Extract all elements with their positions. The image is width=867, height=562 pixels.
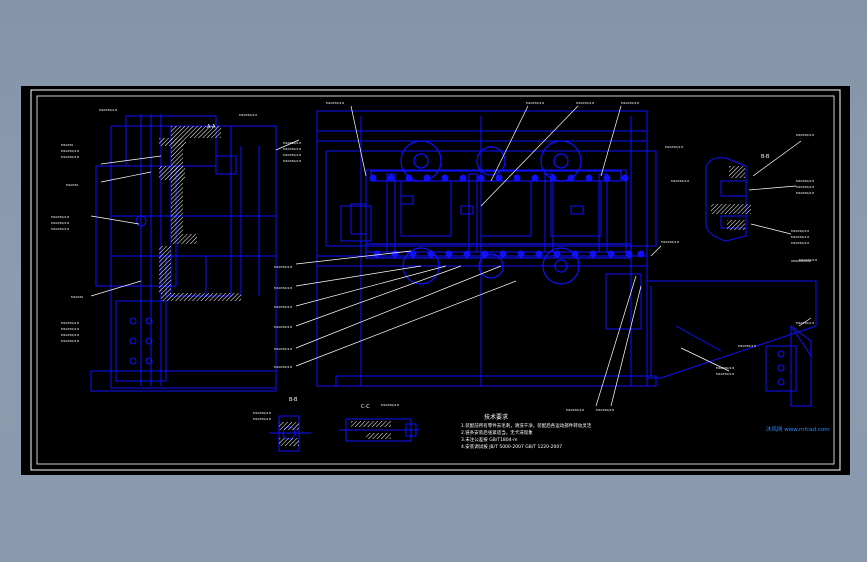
notes-line-3: 3.未注公差按 GB/T1804-m: [461, 436, 518, 443]
chain-sprockets: [369, 174, 645, 258]
section-c: [339, 418, 419, 442]
svg-text:M10X50/4.8: M10X50/4.8: [596, 408, 614, 412]
svg-text:M10X50/4.8: M10X50/4.8: [283, 141, 301, 145]
svg-text:M10X50/4.8: M10X50/4.8: [274, 286, 292, 290]
svg-text:M10X50/4.8: M10X50/4.8: [796, 191, 814, 195]
svg-text:M10X50/4.8: M10X50/4.8: [61, 333, 79, 337]
svg-text:M10X50/4.8: M10X50/4.8: [51, 221, 69, 225]
svg-text:M10X50: M10X50: [66, 183, 78, 187]
svg-text:M10X50/4.8: M10X50/4.8: [716, 366, 734, 370]
svg-text:M10X50/4.8: M10X50/4.8: [283, 159, 301, 163]
svg-text:M10X50: M10X50: [71, 295, 83, 299]
svg-text:M10X50/4.8: M10X50/4.8: [239, 113, 257, 117]
svg-text:M10X50/4.8: M10X50/4.8: [796, 185, 814, 189]
notes-line-2: 2.链条安装后张紧适当，无卡滞现象: [461, 429, 533, 436]
main-gears: [365, 140, 632, 285]
svg-text:M10X50/4.8: M10X50/4.8: [51, 215, 69, 219]
svg-text:M10X50/4.8: M10X50/4.8: [796, 133, 814, 137]
svg-text:M10X50/4.8: M10X50/4.8: [791, 241, 809, 245]
notes-title: 技术要求: [484, 413, 508, 421]
svg-text:M10X50/4.8: M10X50/4.8: [274, 325, 292, 329]
svg-text:M10X50/4.8: M10X50/4.8: [799, 258, 817, 262]
svg-text:M10X50: M10X50: [61, 143, 73, 147]
svg-text:M10X50/4.8: M10X50/4.8: [791, 229, 809, 233]
svg-text:M10X50/4.8: M10X50/4.8: [253, 411, 271, 415]
watermark: 沐风网 www.mfcad.com: [766, 425, 830, 433]
svg-text:M10X50/4.8: M10X50/4.8: [61, 327, 79, 331]
section-label-b-top: B-B: [761, 154, 770, 160]
svg-text:M10X50/4.8: M10X50/4.8: [274, 305, 292, 309]
svg-text:M10X50/4.8: M10X50/4.8: [716, 372, 734, 376]
section-b-hatching: [711, 166, 751, 230]
svg-text:M10X50/4.8: M10X50/4.8: [326, 101, 344, 105]
svg-text:M10X50/4.8: M10X50/4.8: [791, 235, 809, 239]
svg-text:M10X50/4.8: M10X50/4.8: [274, 365, 292, 369]
svg-text:M10X50/4.8: M10X50/4.8: [381, 403, 399, 407]
svg-text:M10X50/4.8: M10X50/4.8: [576, 101, 594, 105]
svg-text:M10X50/4.8: M10X50/4.8: [526, 101, 544, 105]
svg-text:M10X50/4.8: M10X50/4.8: [796, 179, 814, 183]
svg-text:M10X50/4.8: M10X50/4.8: [61, 321, 79, 325]
technical-notes: 技术要求 1.装配前所有零件去毛刺，清洗干净，装配后各运动部件转动灵活 2.链条…: [461, 413, 592, 450]
svg-text:M10X50/4.8: M10X50/4.8: [274, 265, 292, 269]
svg-text:M10X50/4.8: M10X50/4.8: [796, 321, 814, 325]
svg-text:M10X50/4.8: M10X50/4.8: [661, 240, 679, 244]
left-section-view: [90, 114, 277, 392]
notes-line-1: 1.装配前所有零件去毛刺，清洗干净，装配后各运动部件转动灵活: [461, 422, 592, 429]
section-b-bottom-hatch: [279, 422, 299, 446]
svg-text:M10X50/4.8: M10X50/4.8: [99, 108, 117, 112]
svg-text:M10X50/4.8: M10X50/4.8: [274, 347, 292, 351]
vertical-posts: [386, 173, 608, 253]
svg-text:M10X50/4.8: M10X50/4.8: [283, 153, 301, 157]
svg-text:M10X50/4.8: M10X50/4.8: [738, 344, 756, 348]
section-label-c: C-C: [361, 404, 370, 410]
svg-text:M10X50/4.8: M10X50/4.8: [671, 179, 689, 183]
main-elevation-view: [316, 110, 657, 387]
leader-lines: [90, 105, 812, 407]
svg-text:M10X50/4.8: M10X50/4.8: [566, 408, 584, 412]
svg-text:M10X50/4.8: M10X50/4.8: [283, 147, 301, 151]
conveyor-frame: [646, 280, 817, 407]
outer-frame: [30, 89, 841, 471]
svg-text:M10X50/4.8: M10X50/4.8: [253, 417, 271, 421]
svg-text:M10X50/4.8: M10X50/4.8: [665, 145, 683, 149]
svg-text:M10X50/4.8: M10X50/4.8: [61, 149, 79, 153]
left-hatching: [159, 126, 241, 301]
notes-line-4: 4.安装调试按 JB/T 5000-2007 GB/T 1220-2007: [461, 443, 562, 450]
inner-frame: [36, 95, 835, 465]
svg-text:M10X50/4.8: M10X50/4.8: [61, 155, 79, 159]
svg-text:M10X50/4.8: M10X50/4.8: [51, 227, 69, 231]
svg-text:M10X50/4.8: M10X50/4.8: [621, 101, 639, 105]
section-label-a: A-A: [207, 124, 216, 130]
section-c-hatch: [351, 421, 391, 439]
section-label-b-bottom: B-B: [289, 397, 298, 403]
svg-text:M10X50/4.8: M10X50/4.8: [61, 339, 79, 343]
